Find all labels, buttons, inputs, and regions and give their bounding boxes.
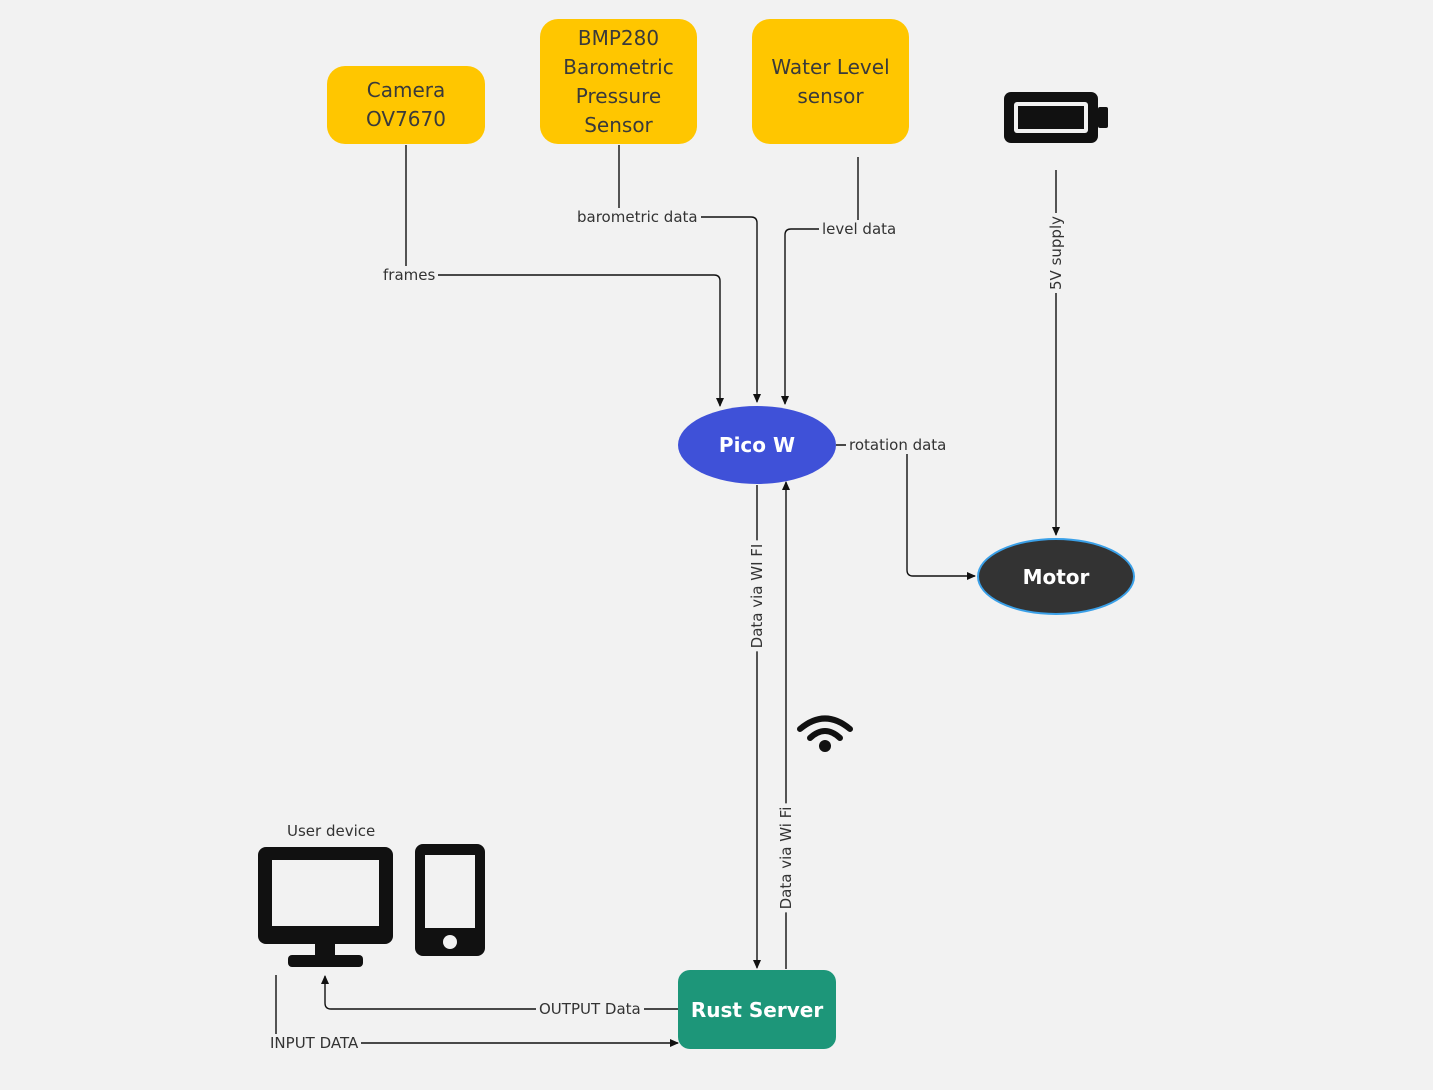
connector-frames [405,145,724,407]
wifi-icon [797,715,853,752]
bmp280-node[interactable]: BMP280 Barometric Pressure Sensor [540,19,697,144]
input-data-label: INPUT DATA [267,1034,362,1052]
connector-barometric [618,145,761,403]
data-via-wifi-up-label: Data via Wi Fi [777,803,795,913]
rotation-data-label: rotation data [846,436,950,454]
level-data-label: level data [819,220,900,238]
barometric-data-label: barometric data [574,208,701,226]
battery-icon [1004,92,1108,143]
phone-icon [415,844,485,956]
data-via-wifi-down-label: Data via WI FI [748,540,766,652]
rust-server-node[interactable]: Rust Server [678,970,836,1049]
monitor-icon [258,847,393,967]
camera-node[interactable]: Camera OV7670 [327,66,485,144]
output-data-label: OUTPUT Data [536,1000,644,1018]
user-device-caption: User device [287,822,376,840]
water-level-node[interactable]: Water Level sensor [752,19,909,144]
5v-supply-label: 5V supply [1047,213,1065,293]
frames-label: frames [380,266,439,284]
connector-level [781,157,859,405]
pico-w-node[interactable]: Pico W [678,406,836,484]
motor-node[interactable]: Motor [977,538,1135,615]
connector-output [321,975,678,1010]
connector-rotation [836,444,976,580]
